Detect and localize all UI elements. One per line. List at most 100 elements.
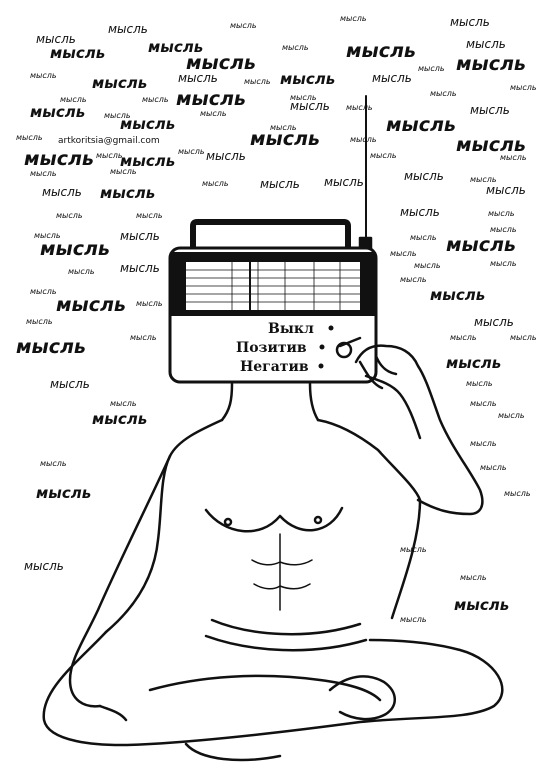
nipple-left xyxy=(223,517,233,527)
thought-word: мысль xyxy=(30,71,57,80)
thought-word: мысль xyxy=(40,238,110,260)
thought-word: мысль xyxy=(350,135,377,144)
thought-word: мысль xyxy=(50,377,90,391)
neck-right xyxy=(308,382,320,422)
thought-word: мысль xyxy=(410,233,437,242)
thought-word: мысль xyxy=(400,615,427,624)
chest xyxy=(204,506,344,533)
thought-word: мысль xyxy=(282,43,309,52)
thought-word: мысль xyxy=(108,22,148,36)
thought-word: мысль xyxy=(324,175,364,189)
thought-word: мысль xyxy=(430,89,457,98)
thought-word: мысль xyxy=(470,439,497,448)
thought-word: мысль xyxy=(466,379,493,388)
thought-word: мысль xyxy=(400,545,427,554)
thought-word: мысль xyxy=(456,53,526,75)
thought-word: мысль xyxy=(390,249,417,258)
thought-word: мысль xyxy=(370,151,397,160)
thought-word: мысль xyxy=(136,211,163,220)
thought-word: мысль xyxy=(488,209,515,218)
thought-word: мысль xyxy=(414,261,441,270)
thought-word: мысль xyxy=(30,287,57,296)
thought-word: мысль xyxy=(270,123,297,132)
thought-word: мысль xyxy=(486,183,526,197)
legs-outline xyxy=(42,630,504,747)
thought-word: мысль xyxy=(110,399,137,408)
thought-word: мысль xyxy=(418,64,445,73)
thought-word: мысль xyxy=(450,333,477,342)
thought-word: мысль xyxy=(230,21,257,30)
thought-word: мысль xyxy=(346,103,373,112)
thought-word: мысль xyxy=(250,128,320,150)
thought-word: мысль xyxy=(290,93,317,102)
thought-word: мысль xyxy=(178,147,205,156)
radio-option-positive: Позитив xyxy=(236,340,307,356)
thought-word: мысль xyxy=(110,167,137,176)
thought-word: мысль xyxy=(148,38,204,56)
thought-word: мысль xyxy=(202,179,229,188)
foot xyxy=(328,675,396,721)
thought-word: мысль xyxy=(60,95,87,104)
radio-dial-lines xyxy=(185,261,361,311)
leg-lower xyxy=(184,742,282,762)
thought-word: мысль xyxy=(400,205,440,219)
thought-word: мысль xyxy=(510,333,537,342)
thought-word: мысль xyxy=(92,74,148,92)
thought-word: мысль xyxy=(340,14,367,23)
neck-left xyxy=(220,382,234,422)
thought-word: мысль xyxy=(454,596,510,614)
signature-email: artkoritsia@gmail.com xyxy=(58,136,160,146)
thought-word: мысль xyxy=(446,234,516,256)
thought-word: мысль xyxy=(120,261,160,275)
thought-word: мысль xyxy=(40,459,67,468)
arm-left xyxy=(68,454,172,708)
thought-word: мысль xyxy=(404,169,444,183)
thought-word: мысль xyxy=(470,399,497,408)
thought-word: мысль xyxy=(372,71,412,85)
thought-word: мысль xyxy=(430,286,486,304)
thought-word: мысль xyxy=(290,99,330,113)
arm-right-inner xyxy=(364,374,422,440)
thought-word: мысль xyxy=(186,52,256,74)
thought-word: мысль xyxy=(500,153,527,162)
thought-word: мысль xyxy=(26,317,53,326)
thought-word: мысль xyxy=(130,333,157,342)
nipple-right xyxy=(313,515,323,525)
thought-word: мысль xyxy=(178,71,218,85)
thought-word: мысль xyxy=(96,151,123,160)
thought-word: мысль xyxy=(104,111,131,120)
thought-word: мысль xyxy=(510,83,537,92)
thought-word: мысль xyxy=(386,114,456,136)
radio-handle xyxy=(190,219,351,253)
fingers xyxy=(358,360,384,390)
thought-word: мысль xyxy=(24,559,64,573)
thought-word: мысль xyxy=(466,37,506,51)
thought-word: мысль xyxy=(16,133,43,142)
thought-word: мысль xyxy=(92,410,148,428)
thought-word: мысль xyxy=(480,463,507,472)
thought-word: мысль xyxy=(120,115,176,133)
fingers-2 xyxy=(374,354,398,376)
waistband-top xyxy=(210,618,362,636)
thought-word: мысль xyxy=(30,103,86,121)
thought-word: мысль xyxy=(68,267,95,276)
thought-word: мысль xyxy=(470,175,497,184)
thought-word: мысль xyxy=(446,354,502,372)
thought-word: мысль xyxy=(120,152,176,170)
thought-word: мысль xyxy=(346,40,416,62)
radio-option-negative: Негатив xyxy=(240,359,309,375)
thought-word: мысль xyxy=(200,109,227,118)
thought-word: мысль xyxy=(470,103,510,117)
thought-word: мысль xyxy=(400,275,427,284)
thought-word: мысль xyxy=(450,15,490,29)
thought-word: мысль xyxy=(460,573,487,582)
thought-word: мысль xyxy=(142,95,169,104)
thought-word: мысль xyxy=(24,148,94,170)
thought-word: мысль xyxy=(36,484,92,502)
thought-word: мысль xyxy=(260,177,300,191)
thought-word: мысль xyxy=(498,411,525,420)
thought-word: мысль xyxy=(34,231,61,240)
thought-word: мысль xyxy=(474,315,514,329)
